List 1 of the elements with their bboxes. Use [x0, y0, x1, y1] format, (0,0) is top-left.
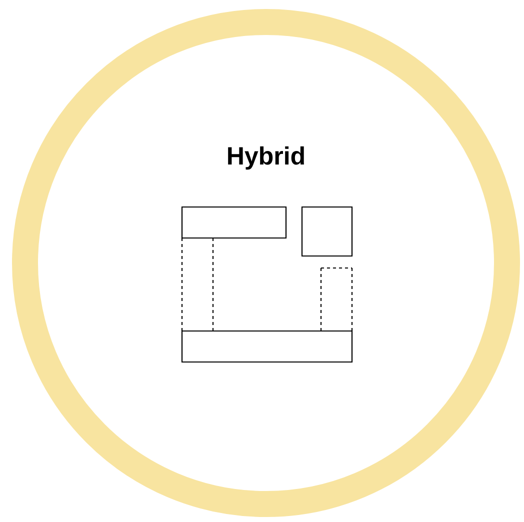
title: Hybrid [228, 146, 304, 170]
